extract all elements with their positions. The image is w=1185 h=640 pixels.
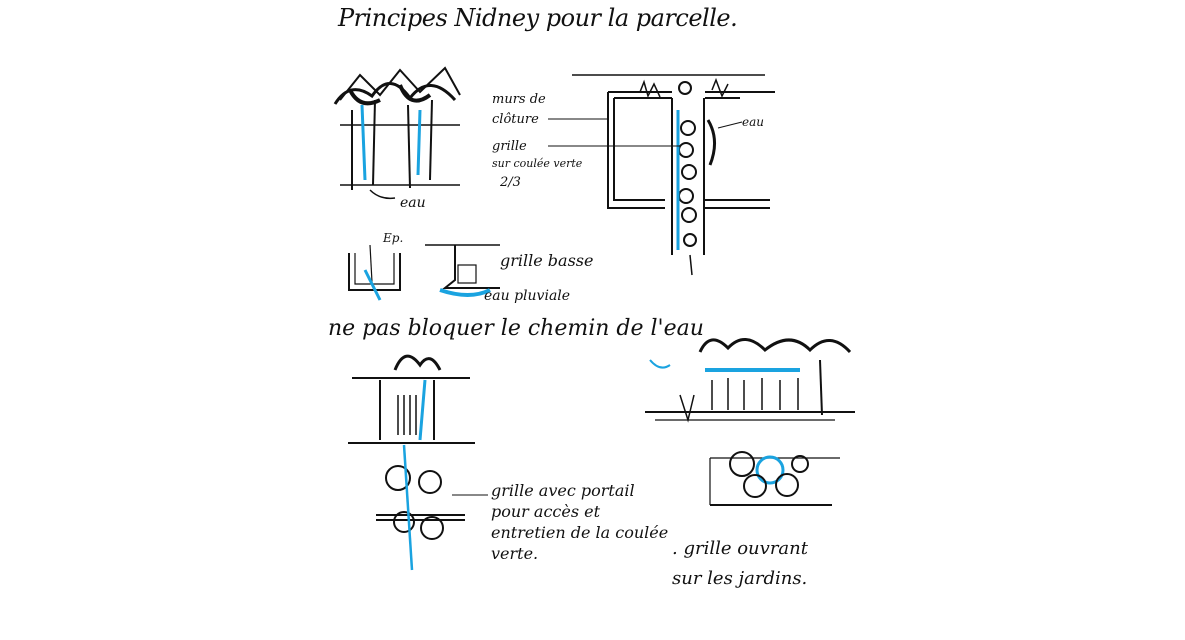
label-portail-3: entretien de la coulée: [491, 525, 668, 541]
label-eau-pluviale: eau pluviale: [484, 289, 570, 303]
label-ouvrant-1: . grille ouvrant: [672, 540, 808, 558]
label-eau-section: eau: [400, 196, 426, 210]
label-murs: murs de: [492, 93, 546, 106]
section-sketches: [349, 245, 500, 300]
label-grille: grille: [492, 140, 527, 153]
label-sur-coulee: sur coulée verte: [492, 158, 582, 169]
garden-plan-sketch: [710, 452, 840, 505]
trees-elevation-sketch: [335, 68, 460, 198]
label-eau-plan: eau: [742, 116, 764, 128]
portal-sketches: [348, 356, 488, 570]
label-cloture: clôture: [492, 113, 539, 126]
label-portail-1: grille avec portail: [491, 483, 635, 499]
plan-sketch: [548, 75, 775, 275]
label-grille-basse: grille basse: [500, 253, 593, 269]
label-portail-4: verte.: [491, 546, 538, 562]
label-ouvrant-2: sur les jardins.: [672, 570, 807, 588]
label-ne-pas-bloquer: ne pas bloquer le chemin de l'eau: [328, 318, 704, 340]
label-ep: Ep.: [383, 232, 403, 244]
label-fraction: 2/3: [500, 176, 521, 189]
garden-elevation-sketch: [645, 339, 855, 420]
label-portail-2: pour accès et: [491, 504, 600, 520]
page-title: Principes Nidney pour la parcelle.: [338, 6, 737, 30]
